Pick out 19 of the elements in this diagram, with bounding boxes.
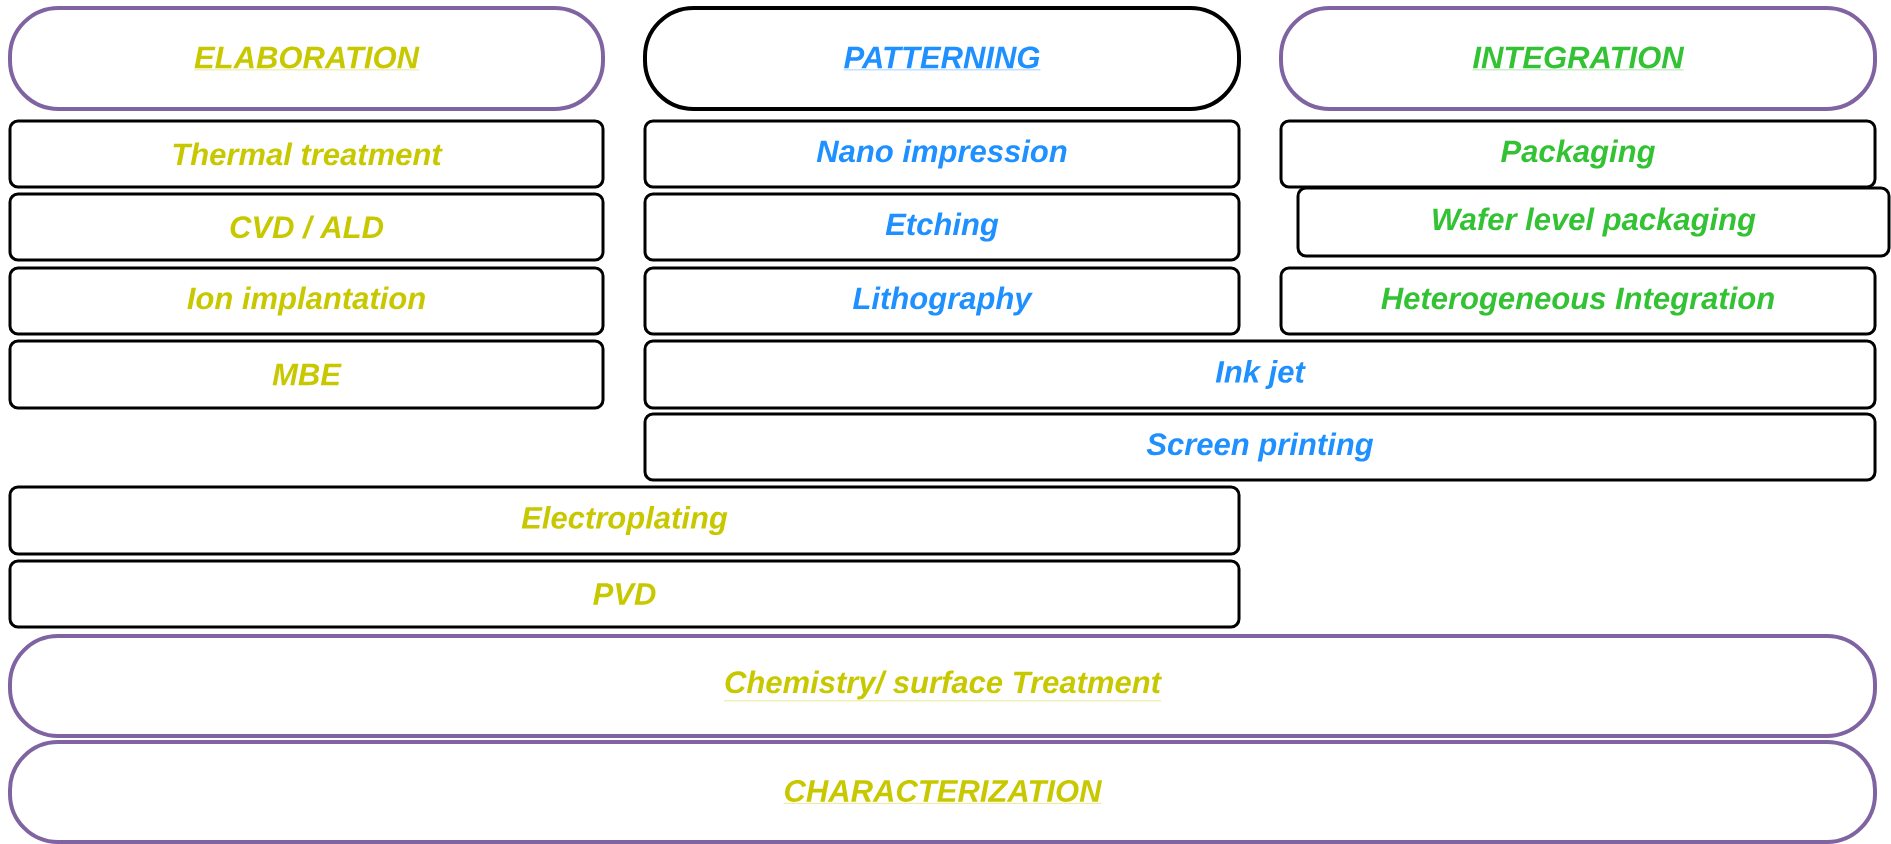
- process-box: Lithography: [643, 266, 1241, 336]
- category-pill: ELABORATION: [8, 6, 605, 111]
- process-box: PVD: [8, 559, 1241, 629]
- process-box: CVD / ALD: [8, 192, 605, 262]
- process-box: Wafer level packaging: [1296, 186, 1891, 258]
- process-box: Electroplating: [8, 485, 1241, 556]
- category-pill: Chemistry/ surface Treatment: [8, 634, 1877, 738]
- category-pill: CHARACTERIZATION: [8, 740, 1877, 844]
- process-box: Ink jet: [643, 339, 1877, 410]
- category-pill: PATTERNING: [643, 6, 1241, 111]
- process-box: Packaging: [1279, 119, 1877, 189]
- process-box: Heterogeneous Integration: [1279, 266, 1877, 336]
- process-box: Nano impression: [643, 119, 1241, 189]
- process-box: Thermal treatment: [8, 119, 605, 189]
- process-box: Ion implantation: [8, 266, 605, 336]
- process-box: Etching: [643, 192, 1241, 262]
- process-box: MBE: [8, 339, 605, 410]
- category-pill: INTEGRATION: [1279, 6, 1877, 111]
- process-box: Screen printing: [643, 412, 1877, 482]
